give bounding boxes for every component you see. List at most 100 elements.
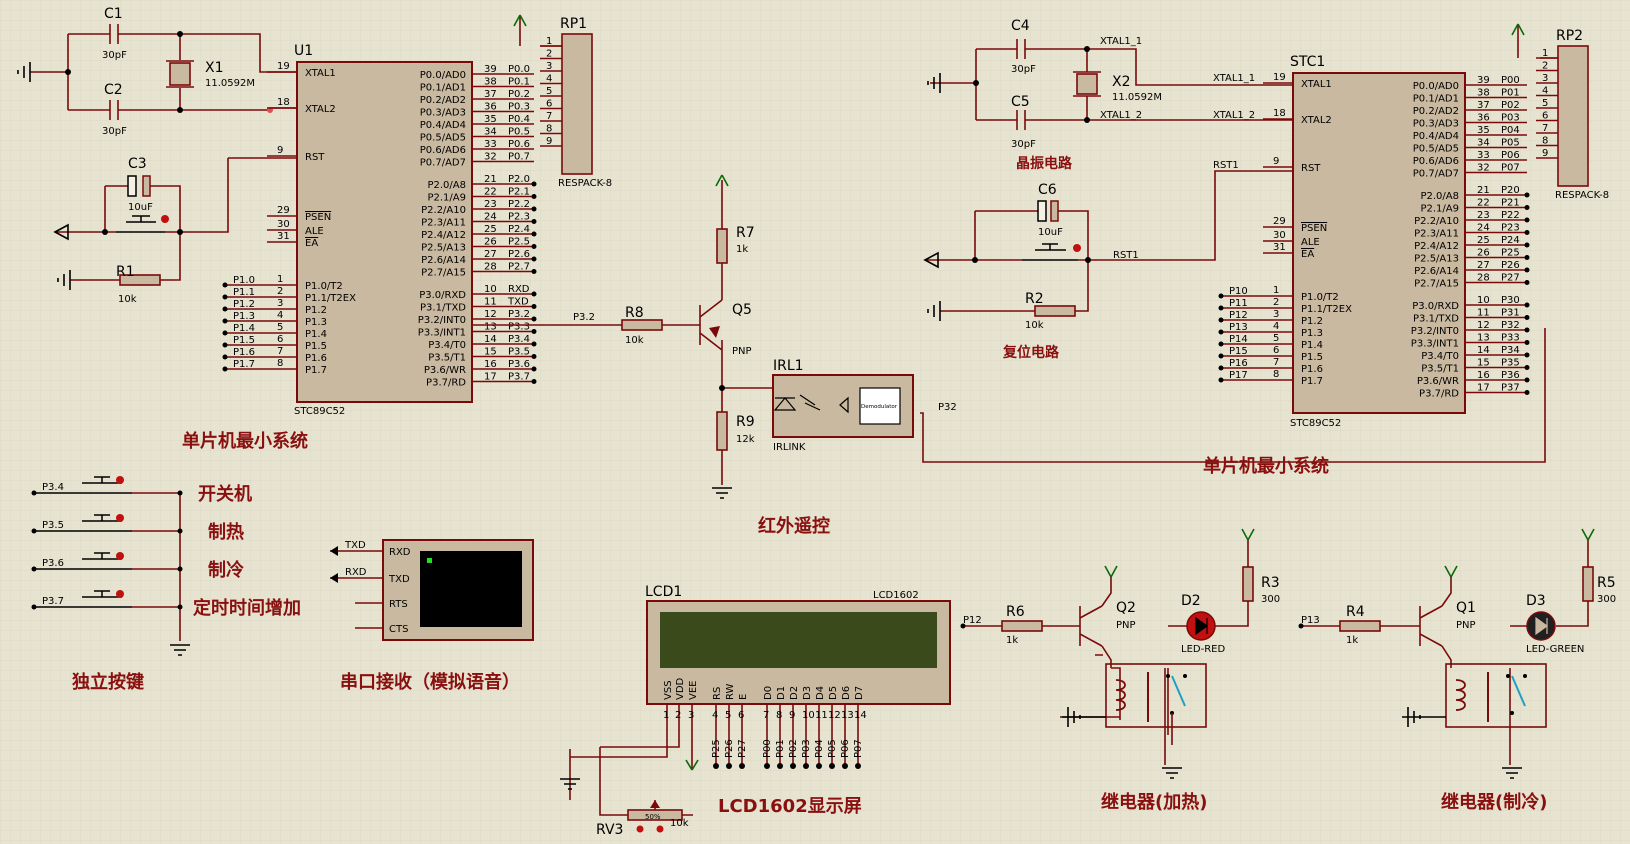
p1-net-label: P11 (1229, 298, 1248, 309)
pin-number: 29 (1273, 216, 1286, 227)
net-terminal (531, 256, 537, 262)
lcd-part: LCD1602 (873, 590, 919, 601)
pin-name: P2.0/A8 (427, 180, 466, 191)
c3-value: 10uF (128, 202, 153, 213)
pin-name: PSEN (305, 212, 331, 223)
left-oscillator: C1 30pF C2 30pF X1 11.0592M (17, 6, 297, 137)
p1-net-label: P13 (1229, 322, 1248, 333)
c5-value: 30pF (1011, 139, 1036, 150)
port-net-label: P25 (1501, 248, 1520, 259)
port-net-label: P3.7 (508, 372, 530, 383)
pin-number: 11 (484, 297, 497, 308)
ir-caption: 红外遥控 (758, 515, 830, 537)
pin-name: P3.5/T1 (1421, 364, 1459, 375)
pin-number: 31 (1273, 242, 1286, 253)
port-net-label: P0.7 (508, 152, 530, 163)
pin-number: 9 (277, 145, 283, 156)
lcd-ref: LCD1 (645, 584, 682, 600)
p1-net-label: P1.0 (233, 275, 255, 286)
rp-pin-number: 7 (546, 111, 552, 122)
r6-value: 1k (1006, 635, 1018, 646)
pin-name: RST (1301, 163, 1321, 174)
lcd-pin-number: 9 (789, 710, 795, 721)
lcd-net-terminal (777, 763, 783, 769)
lcd-pin-name: D1 (776, 686, 787, 700)
push-button[interactable] (34, 552, 132, 570)
rp-pin-number: 2 (1542, 61, 1548, 72)
pin-name: P1.5 (305, 341, 327, 352)
u1-mcu[interactable]: U1 STC89C52 19XTAL118XTAL29RST29PSEN30AL… (222, 43, 537, 417)
c6-value: 10uF (1038, 227, 1063, 238)
pin-name: P1.7 (1301, 376, 1323, 387)
net-terminal (1524, 302, 1530, 308)
stc1-part: STC89C52 (1290, 418, 1341, 429)
r9-ref: R9 (736, 414, 755, 430)
junction (177, 566, 183, 572)
r3-value: 300 (1261, 594, 1280, 605)
port-net-label: P32 (1501, 320, 1520, 331)
push-button[interactable] (34, 476, 132, 494)
lcd-net-label: P01 (775, 739, 786, 758)
button-indicator (116, 590, 124, 598)
button-net-label: P3.5 (42, 520, 64, 531)
lcd-pin-number: 11 (815, 710, 828, 721)
net-terminal (1218, 329, 1224, 335)
lcd-net-label: P07 (853, 739, 864, 758)
rp1-ref: RP1 (560, 16, 587, 32)
p1-net-label: P1.2 (233, 299, 255, 310)
reset-caption: 复位电路 (1002, 344, 1060, 361)
port-net-label: P05 (1501, 138, 1520, 149)
port-net-label: P37 (1501, 383, 1520, 394)
p1-net-label: P15 (1229, 346, 1248, 357)
net-terminal (531, 341, 537, 347)
pin-name: ALE (1301, 237, 1320, 248)
net-terminal (531, 329, 537, 334)
net-terminal (1524, 217, 1530, 223)
port-net-label: P2.6 (508, 249, 530, 260)
pin-name: P0.6/AD6 (1413, 156, 1459, 167)
port-net-label: P33 (1501, 333, 1520, 344)
r1-ref: R1 (116, 264, 135, 280)
pin-name: P3.3/INT1 (418, 328, 466, 339)
port-net-label: P26 (1501, 260, 1520, 271)
pin-number: 37 (484, 89, 497, 100)
lcd-net-terminal (842, 763, 848, 769)
pin-name: P2.6/A14 (1414, 266, 1459, 277)
pin-name: P3.0/RXD (419, 290, 466, 301)
pin-number: 19 (1273, 72, 1286, 83)
pin-name: P1.6 (1301, 364, 1323, 375)
rv3-ref: RV3 (596, 822, 623, 838)
pin-name: P3.7/RD (1419, 389, 1459, 400)
lcd-net-label: P27 (737, 739, 748, 758)
r2-ref: R2 (1025, 291, 1044, 307)
push-button[interactable] (34, 590, 132, 608)
lcd1602-display[interactable]: LCD1 LCD1602 50% RV3 10k LCD1602显示屏 VSS1… (560, 584, 951, 838)
serial-pin-rts: RTS (389, 599, 408, 610)
lcd-pin-name: VEE (688, 681, 699, 700)
rv3-percent: 50% (645, 813, 661, 821)
serial-virtual-terminal[interactable]: TXD RXD RXD TXD RTS CTS 串口接收（模拟语音） (330, 539, 534, 693)
pin-number: 13 (484, 322, 497, 333)
pin-number: 35 (1477, 125, 1490, 136)
net-terminal (222, 354, 228, 360)
port-net-label: P07 (1501, 163, 1520, 174)
c5-ref: C5 (1011, 94, 1030, 110)
port-net-label: P31 (1501, 308, 1520, 319)
net-terminal (1218, 365, 1224, 371)
pin-number: 14 (484, 334, 497, 345)
port-net-label: P0.0 (508, 64, 530, 75)
port-net-label: P2.5 (508, 237, 530, 248)
button-net-label: P3.4 (42, 482, 64, 493)
p1-net-label: P1.5 (233, 335, 255, 346)
net-terminal (1218, 305, 1224, 311)
pin-name: P0.4/AD4 (1413, 131, 1459, 142)
pin-name: P0.7/AD7 (420, 158, 466, 169)
rp-pin-number: 1 (546, 36, 552, 47)
lcd-net-terminal (726, 763, 732, 769)
u1-part: STC89C52 (294, 406, 345, 417)
push-button[interactable] (34, 514, 132, 532)
net-terminal (531, 354, 537, 359)
stc1-mcu[interactable]: STC1 STC89C52 19XTAL118XTAL29RST29PSEN30… (1218, 54, 1530, 429)
